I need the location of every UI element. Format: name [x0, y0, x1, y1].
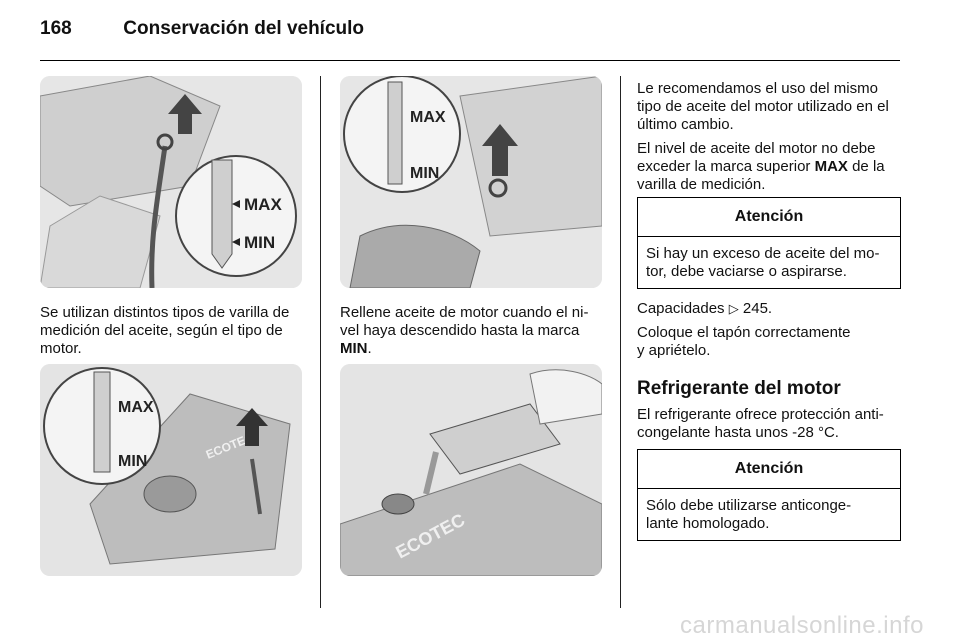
- column-divider-2: [620, 76, 621, 608]
- section-title-coolant: Refrigerante del motor: [637, 378, 841, 399]
- attention-box-coolant: Atención Sólo debe utilizarse anticonge-…: [637, 449, 901, 541]
- dipstick-types-paragraph: Se utilizan distintos tipos de varilla d…: [40, 304, 290, 357]
- attention-text-2: Sólo debe utilizarse anticonge- lante ho…: [646, 497, 852, 532]
- page-header: 168 Conservación del vehículo: [40, 18, 364, 40]
- coolant-paragraph: El refrigerante ofrece protección anti- …: [637, 406, 884, 441]
- arrow-ref-icon[interactable]: ▷: [728, 301, 739, 316]
- oil-recommendation-paragraph: Le recomendamos el uso del mismo tipo de…: [637, 80, 889, 133]
- column-divider-1: [320, 76, 321, 608]
- capacities-page-link[interactable]: 245.: [742, 300, 773, 317]
- page-number: 168: [40, 18, 72, 39]
- min-mark-inline: MIN: [340, 340, 368, 357]
- dipstick-marks-illustration: MAX MIN: [340, 76, 602, 288]
- max-mark-inline: MAX: [814, 158, 848, 175]
- cap-tighten-paragraph: Coloque el tapón correctamente y apriéte…: [637, 324, 851, 359]
- engine-cover-illustration: ECOTEC MAX MIN: [40, 364, 302, 576]
- dipstick-illustration: MAX MIN: [40, 76, 302, 288]
- pouring-oil-illustration: ECOTEC: [340, 364, 602, 576]
- page-title: Conservación del vehículo: [123, 18, 365, 39]
- capacities-reference: Capacidades ▷ 245.: [637, 300, 773, 317]
- oil-level-paragraph: El nivel de aceite del motor no debe exc…: [637, 140, 885, 193]
- max-mark-label: MAX: [244, 195, 282, 214]
- pouring-oil-figure: ECOTEC: [340, 364, 602, 576]
- max-mark-label-2: MAX: [118, 399, 154, 416]
- attention-title-2: Atención: [638, 450, 900, 489]
- attention-box-oil: Atención Si hay un exceso de aceite del …: [637, 197, 901, 289]
- dipstick-location-figure: MAX MIN: [40, 76, 302, 288]
- attention-title: Atención: [638, 198, 900, 237]
- engine-cover-dipstick-figure: ECOTEC MAX MIN: [40, 364, 302, 576]
- refill-oil-paragraph: Rellene aceite de motor cuando el ni- ve…: [340, 304, 589, 357]
- min-mark-label-3: MIN: [410, 165, 439, 182]
- watermark: carmanualsonline.info: [680, 612, 924, 639]
- max-mark-label-3: MAX: [410, 109, 446, 126]
- min-mark-label-2: MIN: [118, 453, 147, 470]
- min-mark-label: MIN: [244, 233, 275, 252]
- header-rule: [40, 60, 900, 61]
- dipstick-marks-figure: MAX MIN: [340, 76, 602, 288]
- attention-text: Si hay un exceso de aceite del mo- tor, …: [646, 245, 880, 280]
